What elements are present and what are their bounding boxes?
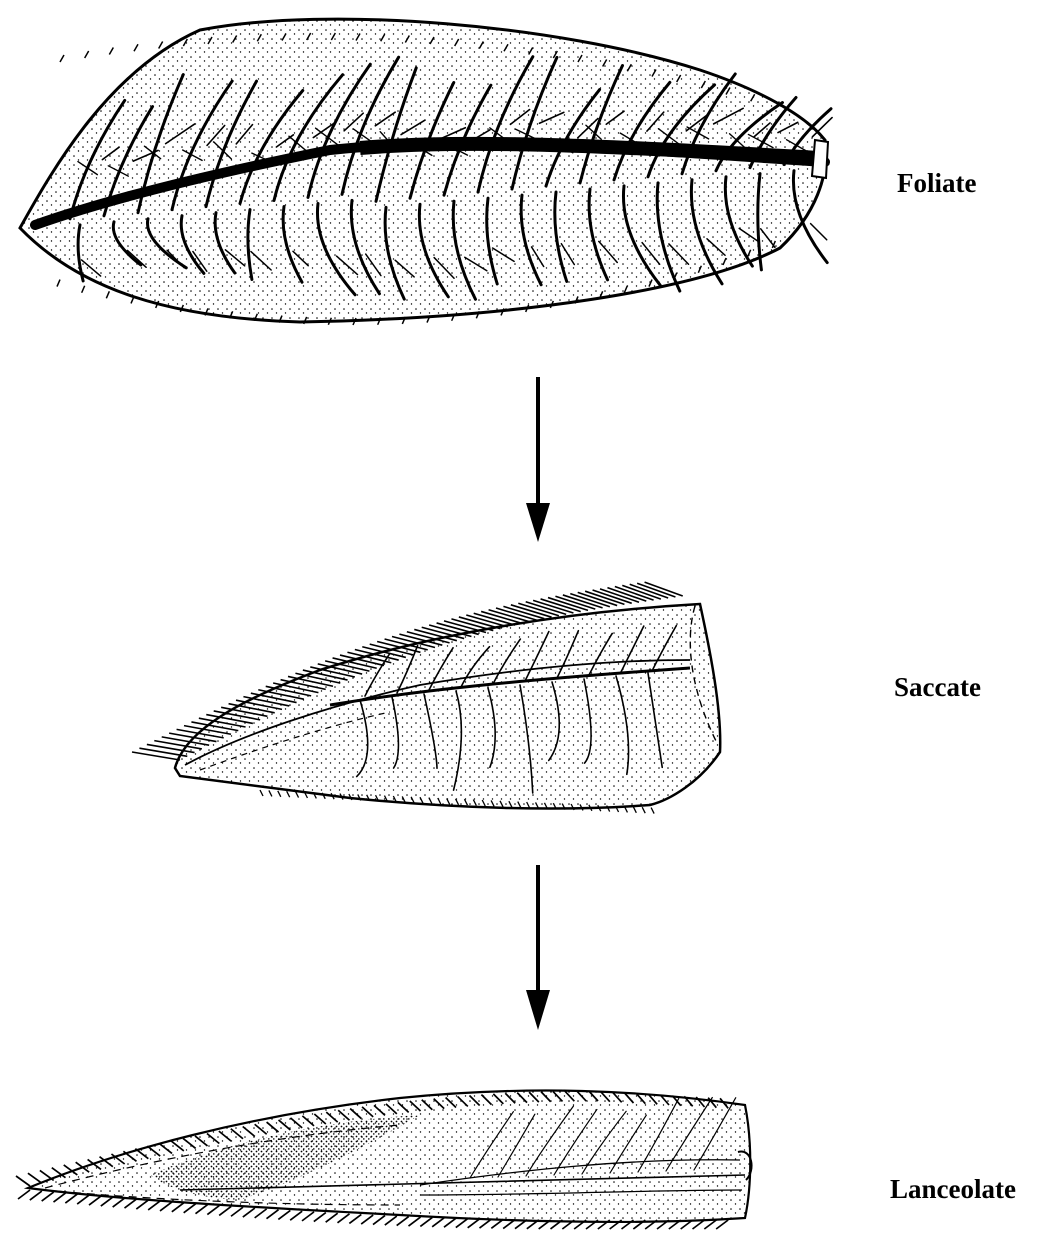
- label-foliate: Foliate: [897, 168, 976, 199]
- label-saccate: Saccate: [894, 672, 981, 703]
- label-lanceolate: Lanceolate: [890, 1174, 1016, 1205]
- arrow-down-1: [526, 377, 550, 542]
- foliate-leaf-drawing: [20, 19, 832, 325]
- arrow-down-2: [526, 865, 550, 1030]
- lanceolate-leaf-drawing: [16, 1091, 752, 1229]
- saccate-leaf-drawing: [132, 582, 720, 814]
